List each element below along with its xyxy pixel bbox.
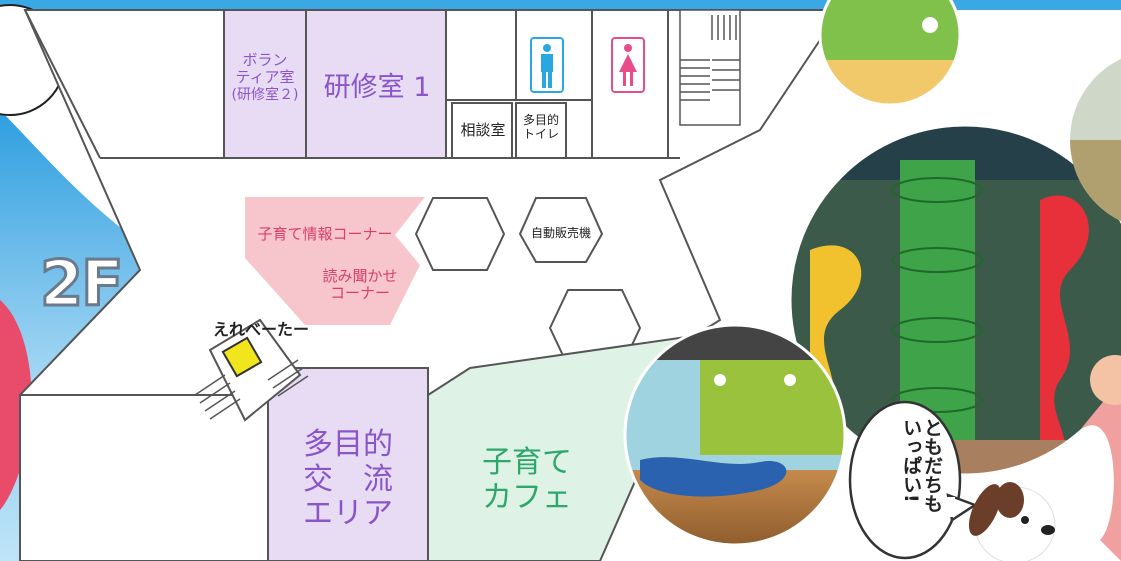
- volunteer-room: [223, 9, 307, 159]
- vending-hex: [518, 197, 604, 263]
- speech-bubble-text: ともだちもいっぱい!: [900, 418, 943, 513]
- training-room-1-label: 研修室 1: [323, 72, 431, 103]
- consultation-room: [451, 102, 513, 159]
- multipurpose-toilet: [515, 102, 567, 159]
- multipurpose-area-label: 多目的 交 流 エリア: [303, 427, 393, 531]
- consultation-room-label: 相談室: [460, 121, 506, 139]
- dog-character-icon: [968, 482, 1056, 561]
- right-character: [1080, 380, 1121, 561]
- elevator-stairs: [194, 318, 309, 422]
- cafe-label: 子育て カフェ: [482, 445, 572, 515]
- stairs-top: [679, 9, 741, 126]
- vending-machine-label: 自動販売機: [530, 226, 591, 240]
- info-corner-label: 子育て情報コーナー: [257, 225, 393, 243]
- photo-playroom-top: [820, 0, 960, 105]
- info-corner-zone: [245, 197, 425, 325]
- multipurpose-toilet-label: 多目的 トイレ: [522, 113, 559, 141]
- left-sky-panel-2: [0, 110, 150, 440]
- hex-pillar: [414, 197, 506, 271]
- volunteer-room-label: ボラン ティア室 (研修室２): [231, 51, 299, 103]
- top-band: [0, 0, 1121, 10]
- elevator-icon: [221, 336, 263, 378]
- elevator-label: えれべーたー: [212, 320, 309, 339]
- floor-label: 2F: [39, 246, 125, 321]
- reading-corner-label: 読み聞かせ コーナー: [322, 267, 398, 303]
- multipurpose-area: [267, 367, 429, 561]
- speech-bubble: [848, 400, 962, 560]
